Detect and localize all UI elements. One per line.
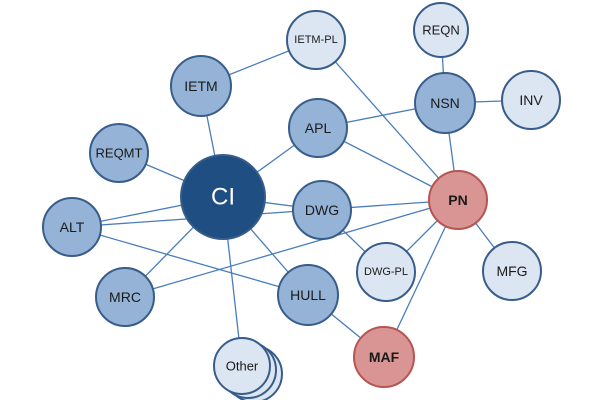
node-mfg: MFG — [482, 241, 542, 301]
node-circle — [170, 55, 232, 117]
node-label: CI — [211, 184, 235, 211]
node-inv: INV — [501, 70, 561, 130]
node-circle — [89, 123, 149, 183]
node-pn: PN — [428, 170, 488, 230]
node-circle — [292, 180, 352, 240]
node-circle — [95, 267, 155, 327]
node-label: IETM — [184, 78, 217, 94]
node-circle — [413, 2, 469, 58]
node-dwg: DWG — [292, 180, 352, 240]
node-circle — [277, 264, 339, 326]
node-label: ALT — [60, 219, 85, 235]
node-label: INV — [519, 92, 543, 108]
node-ci: CI — [180, 154, 266, 240]
node-ietm: IETM — [170, 55, 232, 117]
node-label: Other — [226, 359, 259, 374]
node-nsn: NSN — [414, 72, 476, 134]
node-circle — [180, 154, 266, 240]
node-label: MAF — [369, 349, 400, 365]
node-mrc: MRC — [95, 267, 155, 327]
node-label: PN — [448, 192, 467, 208]
node-circle — [213, 337, 271, 395]
node-label: DWG-PL — [364, 266, 408, 278]
node-reqn: REQN — [413, 2, 469, 58]
node-dwg-pl: DWG-PL — [356, 242, 416, 302]
nodes-layer: CI IETM IETM-PL REQMT ALT MRC APL DWG DWG-PL HULL… — [42, 2, 561, 400]
node-circle — [414, 72, 476, 134]
node-other: Other — [213, 337, 283, 400]
node-circle — [428, 170, 488, 230]
node-maf: MAF — [353, 326, 415, 388]
edge-alt-pn — [71, 199, 459, 228]
node-label: REQN — [422, 23, 460, 38]
edge-mrc-pn — [124, 199, 459, 298]
edge-ietm-pl-pn — [315, 39, 459, 201]
node-ietm-pl: IETM-PL — [286, 10, 346, 70]
node-circle — [353, 326, 415, 388]
edge-alt-hull — [71, 226, 309, 296]
node-apl: APL — [288, 98, 348, 158]
node-label: MFG — [496, 263, 527, 279]
node-label: MRC — [109, 289, 141, 305]
node-circle — [356, 242, 416, 302]
node-reqmt: REQMT — [89, 123, 149, 183]
node-label: APL — [305, 120, 332, 136]
node-circle — [501, 70, 561, 130]
node-circle — [42, 197, 102, 257]
node-label: HULL — [290, 287, 326, 303]
node-circle — [288, 98, 348, 158]
node-label: NSN — [430, 95, 460, 111]
node-label: REQMT — [96, 146, 143, 161]
node-alt: ALT — [42, 197, 102, 257]
node-label: DWG — [305, 202, 339, 218]
node-label: IETM-PL — [294, 34, 337, 46]
node-hull: HULL — [277, 264, 339, 326]
node-circle — [286, 10, 346, 70]
node-circle — [482, 241, 542, 301]
